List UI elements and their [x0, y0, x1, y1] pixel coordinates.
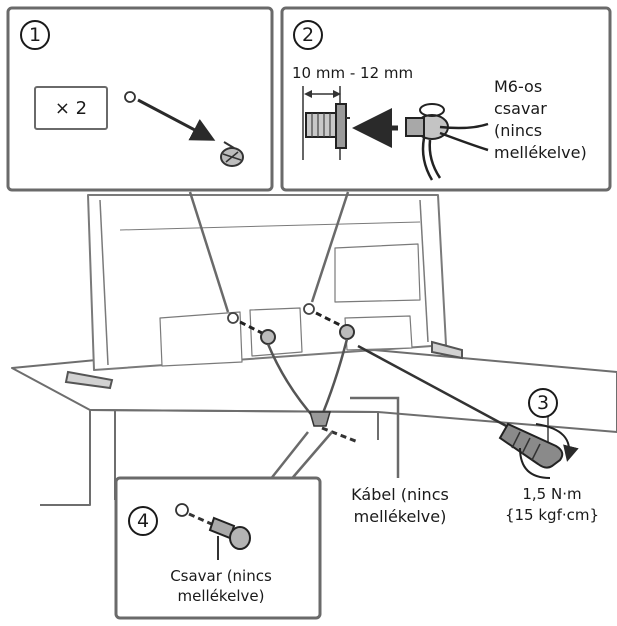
- screw-detail: [175, 503, 251, 560]
- distance-label: 10 mm - 12 mm: [292, 64, 414, 82]
- step-number-3: 3: [528, 388, 558, 418]
- step-number-1: 1: [20, 20, 50, 50]
- quantity-tag: × 2: [34, 86, 108, 130]
- tv-hole-left: [227, 312, 239, 324]
- cable-label: Kábel (nincs mellékelve): [351, 485, 449, 526]
- screwdriver: [357, 344, 579, 479]
- step-number-2: 2: [293, 20, 323, 50]
- bolt-detail: [302, 86, 489, 181]
- step-number-4: 4: [128, 506, 158, 536]
- tv-back-panel: [87, 194, 447, 371]
- bolt-label: M6-os csavar (nincs mellékelve): [494, 77, 587, 162]
- quantity-label: × 2: [54, 97, 88, 119]
- torque-label: 1,5 N·m {15 kgf·cm}: [504, 485, 600, 524]
- callout-box-step-1: [6, 6, 274, 192]
- bolt-cable-assembly: [239, 311, 359, 444]
- bracket-and-screw: [124, 91, 244, 167]
- tv-hole-right: [303, 303, 315, 315]
- screw-label: Csavar (nincs mellékelve): [170, 567, 272, 605]
- tv-feet: [64, 340, 463, 390]
